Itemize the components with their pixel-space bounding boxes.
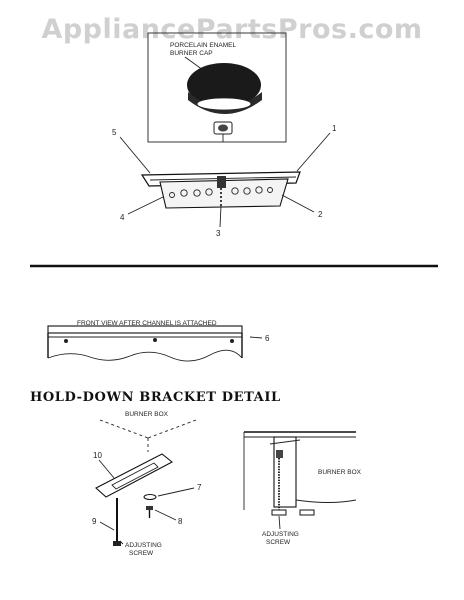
cap-leader xyxy=(184,56,204,71)
callout-10: 10 xyxy=(93,451,102,460)
break-line xyxy=(47,349,243,362)
adjusting-screw-left-line2: SCREW xyxy=(129,550,154,557)
burner-cap-inset: PORCELAIN ENAMEL BURNER CAP xyxy=(147,32,287,143)
burner-pan-assembly xyxy=(140,171,301,209)
callout-6: 6 xyxy=(265,334,270,343)
front-view-caption: FRONT VIEW AFTER CHANNEL IS ATTACHED xyxy=(77,320,217,327)
washer xyxy=(143,494,157,500)
bracket-left-detail: BURNER BOX 10 7 8 9 ADJUSTING SCREW xyxy=(92,411,202,557)
adjusting-screw-left-line1: ADJUSTING xyxy=(125,542,162,549)
inset-frame xyxy=(147,32,287,143)
callout-7: 7 xyxy=(197,483,202,492)
callout-8: 8 xyxy=(178,517,183,526)
burner-box-right-label: BURNER BOX xyxy=(318,469,362,476)
burner-cap xyxy=(187,63,261,107)
burner-box-top-label: BURNER BOX xyxy=(125,411,169,418)
bracket-clip xyxy=(276,450,283,458)
burner-box-side xyxy=(273,436,297,508)
adjusting-screw-right-line2: SCREW xyxy=(266,539,291,546)
callout-5: 5 xyxy=(112,128,117,137)
port-holes xyxy=(169,186,273,198)
front-view: FRONT VIEW AFTER CHANNEL IS ATTACHED 6 xyxy=(47,320,270,362)
burner-body xyxy=(159,178,289,209)
callout-4: 4 xyxy=(120,213,125,222)
callout-3: 3 xyxy=(216,229,221,238)
channel-strip xyxy=(47,325,243,334)
hold-down-bracket xyxy=(95,453,173,498)
bracket-slot xyxy=(111,462,159,490)
cap-label-line2: BURNER CAP xyxy=(170,50,213,57)
top-callouts: 1 2 3 4 5 xyxy=(112,124,337,238)
burner-head xyxy=(196,97,252,111)
cap-label-line1: PORCELAIN ENAMEL xyxy=(170,42,236,49)
bracket-right-detail: BURNER BOX ADJUSTING SCREW xyxy=(243,431,362,546)
center-fitting xyxy=(217,176,226,188)
callout-1: 1 xyxy=(332,124,337,133)
bracket-detail-heading: HOLD-DOWN BRACKET DETAIL xyxy=(30,390,281,405)
watermark: AppliancePartsPros.com xyxy=(41,14,422,45)
callout-9: 9 xyxy=(92,517,97,526)
adjusting-screw-right-line1: ADJUSTING xyxy=(262,531,299,538)
callout-2: 2 xyxy=(318,210,323,219)
